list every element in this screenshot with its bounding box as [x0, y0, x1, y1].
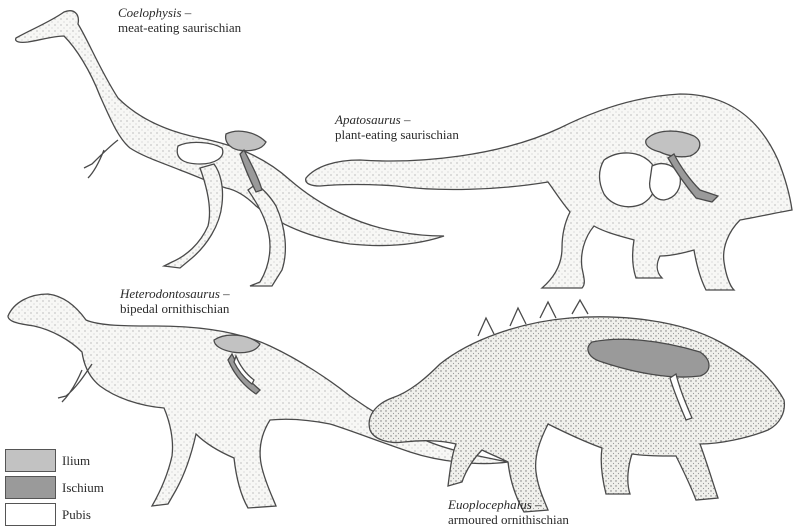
coelophysis-arm — [84, 140, 118, 178]
label-heterodontosaurus: Heterodontosaurus – bipedal ornithischia… — [120, 286, 230, 316]
legend-item-ilium: Ilium — [5, 449, 90, 472]
euoplocephalus-figure — [369, 300, 784, 512]
legend-item-pubis: Pubis — [5, 503, 91, 526]
legend-item-ischium: Ischium — [5, 476, 104, 499]
legend-swatch-ilium — [5, 449, 56, 472]
coelophysis-pubis — [177, 142, 223, 164]
label-coelophysis: Coelophysis – meat-eating saurischian — [118, 5, 241, 35]
legend-swatch-ischium — [5, 476, 56, 499]
apatosaurus-pubis — [600, 153, 657, 207]
coelophysis-ilium — [226, 131, 266, 151]
coelophysis-figure — [16, 11, 444, 286]
legend-swatch-pubis — [5, 503, 56, 526]
label-apatosaurus: Apatosaurus – plant-eating saurischian — [335, 112, 459, 142]
euoplocephalus-body — [369, 317, 784, 512]
label-euoplocephalus: Euoplocephalus – armoured ornithischian — [448, 497, 569, 527]
coelophysis-leg-front — [164, 164, 223, 268]
